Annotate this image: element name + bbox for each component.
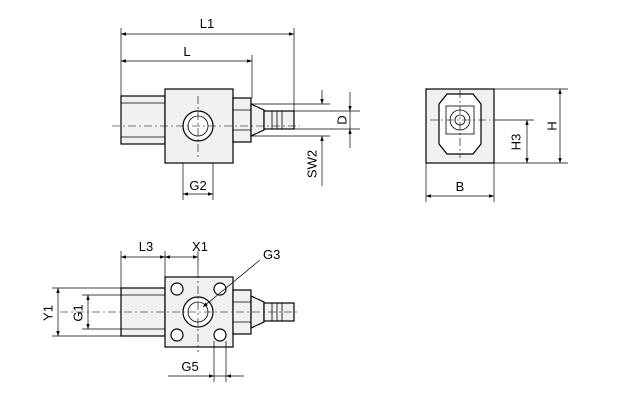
dim-label-L3: L3	[139, 239, 153, 254]
mounting-hole-bottom-left	[170, 328, 184, 342]
dim-label-G1: G1	[70, 304, 85, 321]
dim-label-L: L	[183, 44, 190, 59]
end-view: H H3 B	[425, 88, 568, 202]
mounting-hole-top-left	[170, 282, 184, 296]
dim-label-G3: G3	[263, 247, 280, 262]
side-view-nipple	[263, 110, 295, 130]
mounting-hole-top-right	[213, 282, 227, 296]
dim-label-G2: G2	[189, 178, 206, 193]
dim-label-L1: L1	[200, 16, 214, 31]
top-view: L3 X1 G3 Y1 G1 G5	[40, 239, 300, 382]
dim-label-B: B	[456, 179, 465, 194]
side-view-left-body	[120, 95, 166, 145]
dim-label-H3: H3	[508, 134, 523, 151]
side-view-hex-nut	[232, 97, 252, 143]
dim-label-G5: G5	[181, 359, 198, 374]
side-view-taper	[250, 103, 265, 137]
side-view: L1 L D SW2 G2	[112, 16, 360, 200]
dim-label-D: D	[334, 115, 349, 124]
dim-label-X1: X1	[192, 239, 208, 254]
dim-label-H: H	[544, 121, 559, 130]
mounting-hole-bottom-right	[213, 328, 227, 342]
dim-label-SW2: SW2	[304, 150, 319, 178]
dim-label-Y1: Y1	[40, 305, 55, 321]
